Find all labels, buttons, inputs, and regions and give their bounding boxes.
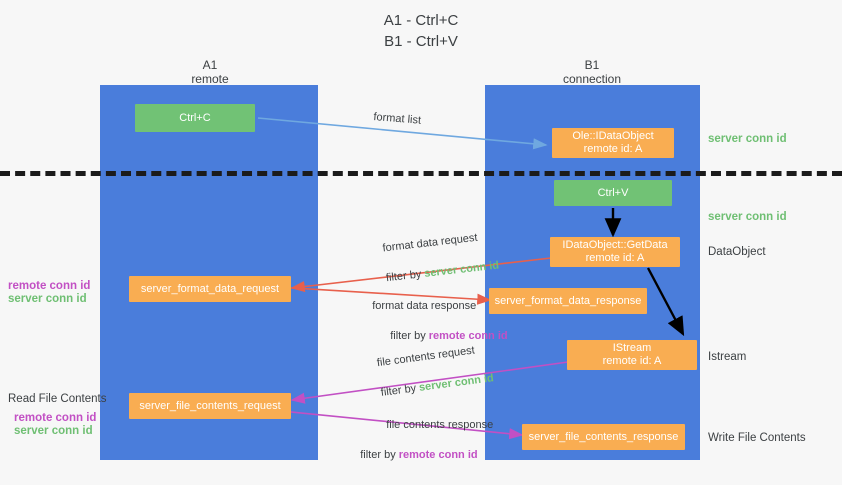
edge-label-format-data-response: format data response filter by remote co… (360, 284, 508, 359)
node-ctrl-c[interactable]: Ctrl+C (135, 104, 255, 132)
node-ctrl-v[interactable]: Ctrl+V (554, 180, 672, 206)
edge-label-format-data-request-text: format data request (381, 231, 479, 255)
edge-label-file-contents-request-text: file contents request (376, 344, 476, 370)
label-istream: Istream (708, 351, 747, 363)
lane-b1-sub: connection (562, 72, 622, 86)
label-server-conn-id-2: server conn id (14, 425, 93, 437)
edge-label-format-data-response-filter: filter by (390, 330, 429, 342)
lane-b1-name: B1 (584, 58, 600, 72)
label-write-file-contents: Write File Contents (708, 432, 806, 444)
node-idataobject-getdata[interactable]: IDataObject::GetData remote id: A (550, 237, 680, 267)
label-read-file-contents: Read File Contents (8, 393, 107, 405)
lane-a1-name: A1 (202, 58, 218, 72)
edge-label-file-contents-request-filter-value: server conn id (418, 372, 495, 394)
phase-divider (0, 171, 842, 176)
node-server-format-data-request[interactable]: server_format_data_request (129, 276, 291, 302)
node-server-file-contents-request[interactable]: server_file_contents_request (129, 393, 291, 419)
edge-label-format-data-request-filter-value: server conn id (423, 259, 500, 280)
node-server-file-contents-response[interactable]: server_file_contents_response (522, 424, 685, 450)
node-istream[interactable]: IStream remote id: A (567, 340, 697, 370)
label-remote-conn-id-2: remote conn id (14, 412, 97, 424)
edge-label-file-contents-response-filter: filter by (360, 449, 399, 461)
page-title: A1 - Ctrl+C B1 - Ctrl+V (383, 12, 459, 50)
label-remote-conn-id-1: remote conn id (8, 280, 91, 292)
label-server-conn-id-1: server conn id (8, 293, 87, 305)
edge-label-file-contents-response-filter-value: remote conn id (398, 449, 478, 461)
edge-label-format-data-response-filter-value: remote conn id (428, 330, 508, 342)
edge-label-format-data-request-filter: filter by (385, 267, 425, 285)
lane-a1-sub: remote (191, 72, 229, 86)
edge-label-file-contents-request-filter: filter by (380, 381, 420, 399)
edge-label-file-contents-response: file contents response filter by remote … (348, 403, 493, 478)
edge-label-file-contents-response-text: file contents response (386, 419, 494, 431)
label-dataobject: DataObject (708, 246, 766, 258)
edge-label-format-list: format list (372, 110, 422, 127)
node-ole-idataobject[interactable]: Ole::IDataObject remote id: A (552, 128, 674, 158)
edge-label-format-data-response-text: format data response (372, 300, 477, 312)
label-server-conn-id-top: server conn id (708, 133, 787, 145)
label-server-conn-id-mid: server conn id (708, 211, 787, 223)
node-server-format-data-response[interactable]: server_format_data_response (489, 288, 647, 314)
